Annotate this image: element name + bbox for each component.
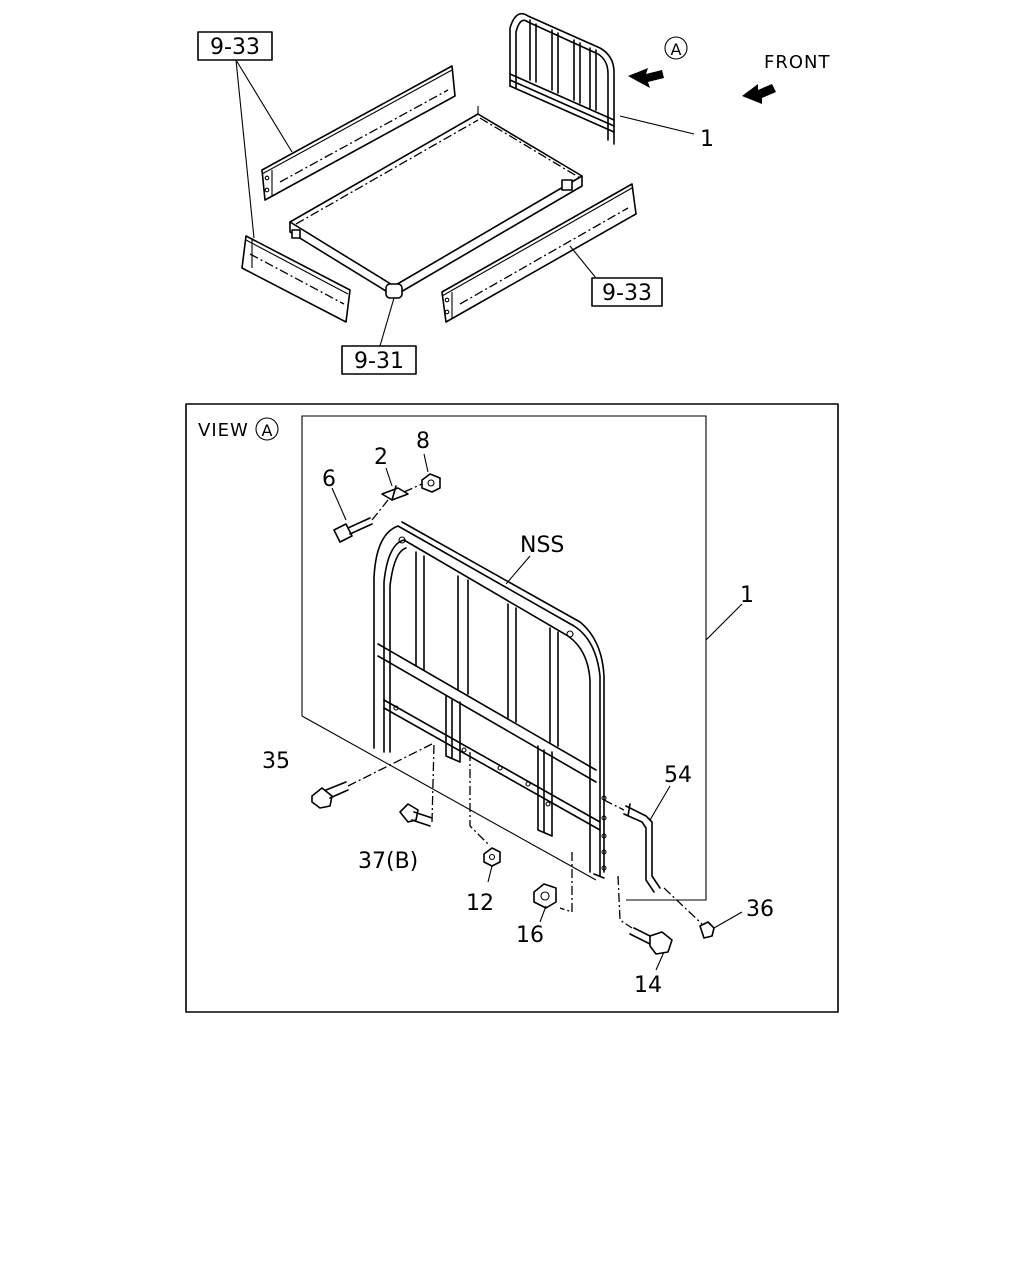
pin-54-icon [623, 803, 661, 893]
tail-panel [241, 235, 351, 323]
part-label-12: 12 [466, 891, 494, 916]
bolt-6-icon [333, 517, 373, 543]
assembly-bracket [301, 415, 707, 901]
view-a-marker: A [664, 36, 688, 60]
nut-8-icon [421, 473, 441, 493]
svg-text:9-31: 9-31 [354, 349, 404, 374]
svg-text:A: A [671, 40, 682, 59]
truck-bed-exploded-view: 9-33 9-33 9-31 1 A FRONT [197, 12, 831, 375]
front-arrow-icon [742, 84, 776, 104]
leader-bolt-6-axis [371, 499, 389, 521]
bracket-2-icon [381, 485, 409, 501]
svg-text:A: A [262, 421, 273, 440]
bolt-35-icon [311, 781, 349, 809]
front-label: FRONT [764, 52, 831, 73]
svg-text:9-33: 9-33 [210, 35, 260, 60]
bed-floor [289, 106, 583, 299]
part-label-16: 16 [516, 923, 544, 948]
leader-bolt-14-axis [617, 875, 633, 929]
guard-frame-large [373, 521, 607, 879]
leader-9-33-right [569, 245, 597, 279]
svg-text:9-33: 9-33 [602, 281, 652, 306]
part-label-1-top: 1 [700, 127, 714, 152]
bolt-14-icon [629, 927, 673, 955]
view-a-title: VIEW [198, 420, 249, 441]
leader-9-33-a [235, 59, 293, 153]
leader-pin-54-axis [603, 799, 625, 811]
part-label-8: 8 [416, 429, 430, 454]
leader-part-1-top [619, 115, 695, 135]
nut-12-icon [483, 847, 501, 867]
part-label-nss: NSS [520, 533, 564, 558]
bolt-37-icon [399, 803, 433, 827]
guard-frame-small [509, 12, 615, 145]
ref-box-9-33-top[interactable]: 9-33 [197, 31, 273, 61]
leader-bolt-35-axis [347, 743, 433, 787]
part-label-6: 6 [322, 467, 336, 492]
view-a-arrow-icon [628, 68, 664, 88]
part-label-54: 54 [664, 763, 692, 788]
washer-16-icon [533, 883, 557, 909]
leader-bracket-nut-axis [403, 483, 423, 493]
view-a-panel: VIEW A [185, 403, 839, 1013]
clip-36-icon [699, 921, 715, 939]
part-label-36: 36 [746, 897, 774, 922]
leader-washer-16-axis [559, 852, 573, 913]
leader-9-33-b [235, 59, 255, 239]
part-label-1-view: 1 [740, 583, 754, 608]
leader-nut-12-axis [469, 752, 491, 847]
ref-box-9-33-right[interactable]: 9-33 [591, 277, 663, 307]
view-a-title-marker: A [255, 417, 279, 441]
leader-clip-36-axis [663, 887, 703, 925]
part-label-14: 14 [634, 973, 662, 998]
side-rail-right [441, 183, 637, 323]
side-rail-left [261, 65, 456, 201]
ref-box-9-31[interactable]: 9-31 [341, 345, 417, 375]
leader-9-31 [379, 297, 395, 347]
leader-bolt-37-axis [431, 743, 435, 823]
part-label-2: 2 [374, 445, 388, 470]
part-label-37b: 37(B) [358, 849, 418, 874]
part-label-35: 35 [262, 749, 290, 774]
